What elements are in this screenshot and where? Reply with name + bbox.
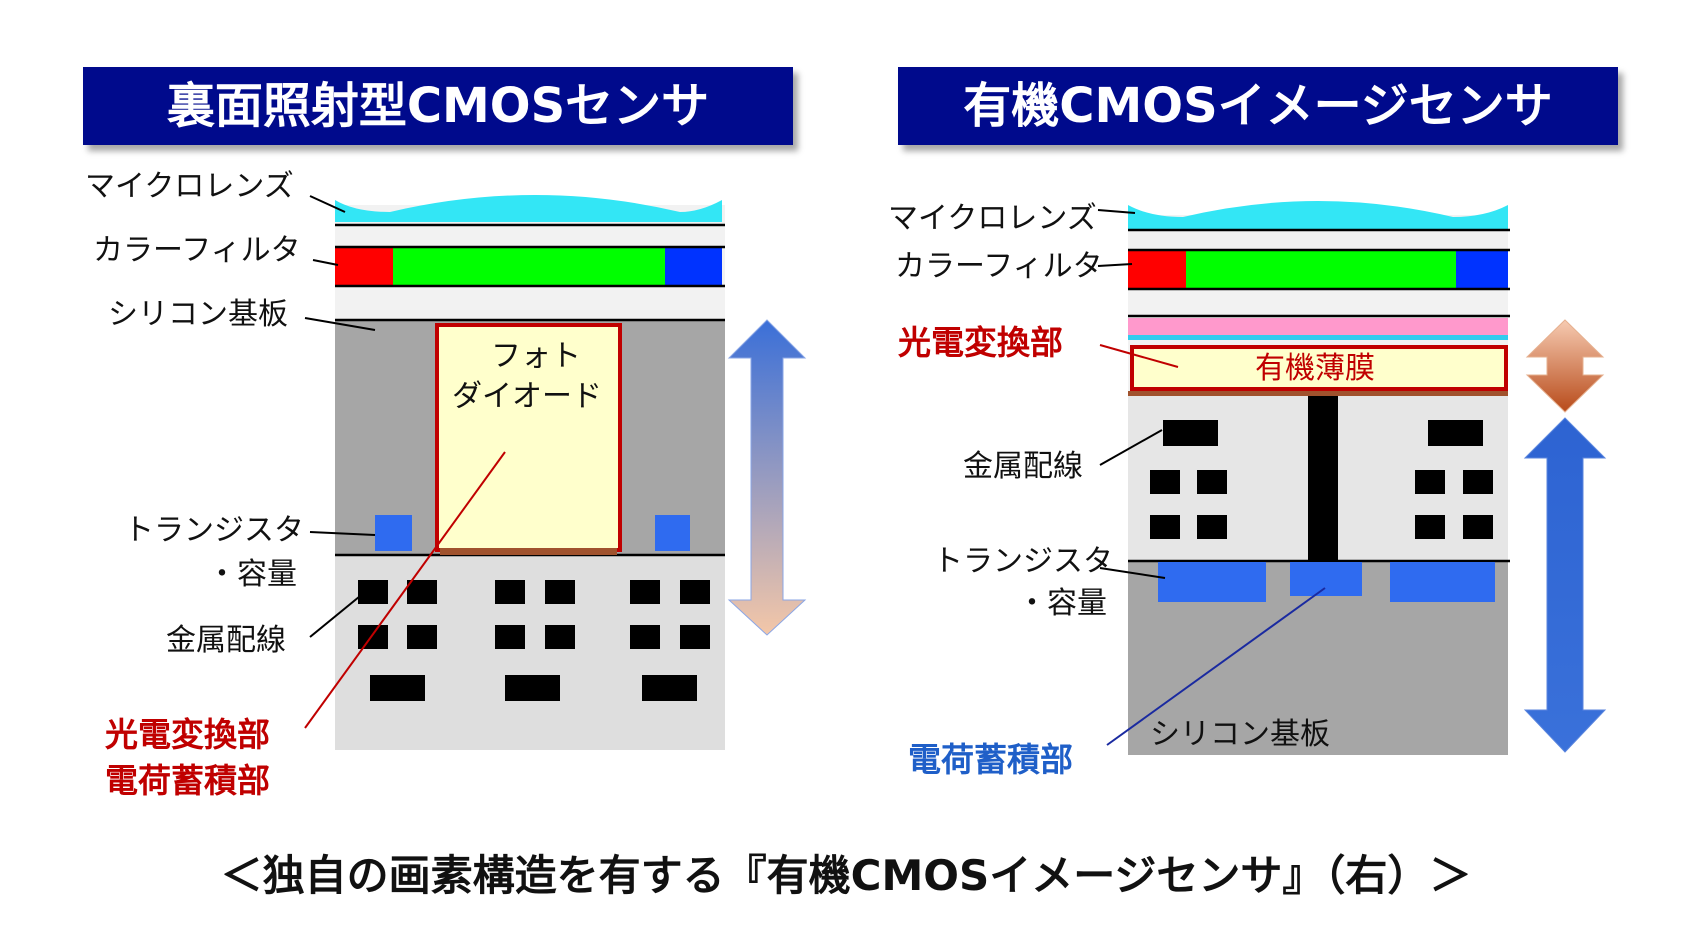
right-film-arrow	[1525, 319, 1605, 413]
left-filter-blue	[665, 247, 722, 285]
right-wiring-blocks	[1150, 420, 1493, 539]
figure-caption: ＜独自の画素構造を有する『有機CMOSイメージセンサ』（右）＞	[220, 851, 1472, 900]
left-label-silicon: シリコン基板	[108, 297, 288, 332]
left-label-conversion: 光電変換部	[105, 715, 270, 754]
left-transistor-1	[375, 515, 412, 551]
left-filter-green	[393, 247, 665, 285]
left-label-storage: 電荷蓄積部	[105, 761, 270, 800]
left-wiring-layer	[335, 555, 725, 750]
left-depth-arrow	[727, 319, 807, 636]
right-transistor-2	[1290, 562, 1362, 596]
left-label-transistor-1: トランジスタ	[124, 513, 304, 548]
right-label-organic-film: 有機薄膜	[1255, 351, 1375, 386]
right-label-transistor-2: ・容量	[1017, 586, 1107, 621]
right-label-conversion: 光電変換部	[898, 323, 1063, 362]
right-label-storage: 電荷蓄積部	[908, 740, 1073, 779]
left-wiring-blocks	[358, 580, 710, 701]
left-photodiode	[435, 323, 622, 552]
right-structure	[1097, 201, 1607, 755]
left-label-color-filter: カラーフィルタ	[93, 233, 301, 268]
left-transistor-2	[655, 515, 690, 551]
right-transistor-1	[1158, 562, 1266, 602]
left-label-wiring: 金属配線	[166, 623, 286, 658]
right-organic-film	[1130, 345, 1508, 391]
right-label-transistor-1: トランジスタ	[933, 544, 1113, 579]
left-structure	[304, 195, 807, 750]
right-filter-red	[1128, 250, 1186, 288]
left-microlens	[335, 195, 722, 222]
right-title-banner: 有機CMOSイメージセンサ	[898, 67, 1618, 145]
right-label-wiring: 金属配線	[963, 449, 1083, 484]
right-filter-blue	[1456, 250, 1508, 288]
left-label-photodiode-1: フォト	[491, 339, 581, 374]
left-label-microlens: マイクロレンズ	[85, 169, 294, 204]
right-filter-green	[1186, 250, 1456, 288]
left-title-banner: 裏面照射型CMOSセンサ	[83, 67, 793, 145]
right-microlens	[1128, 201, 1508, 230]
right-transistor-3	[1390, 562, 1495, 602]
right-label-color-filter: カラーフィルタ	[895, 249, 1103, 284]
right-label-silicon: シリコン基板	[1150, 717, 1330, 752]
left-label-transistor-2: ・容量	[207, 557, 297, 592]
left-filter-red	[335, 247, 393, 285]
left-label-photodiode-2: ダイオード	[452, 379, 602, 414]
right-label-microlens: マイクロレンズ	[888, 201, 1097, 236]
right-depth-arrow	[1523, 417, 1607, 753]
